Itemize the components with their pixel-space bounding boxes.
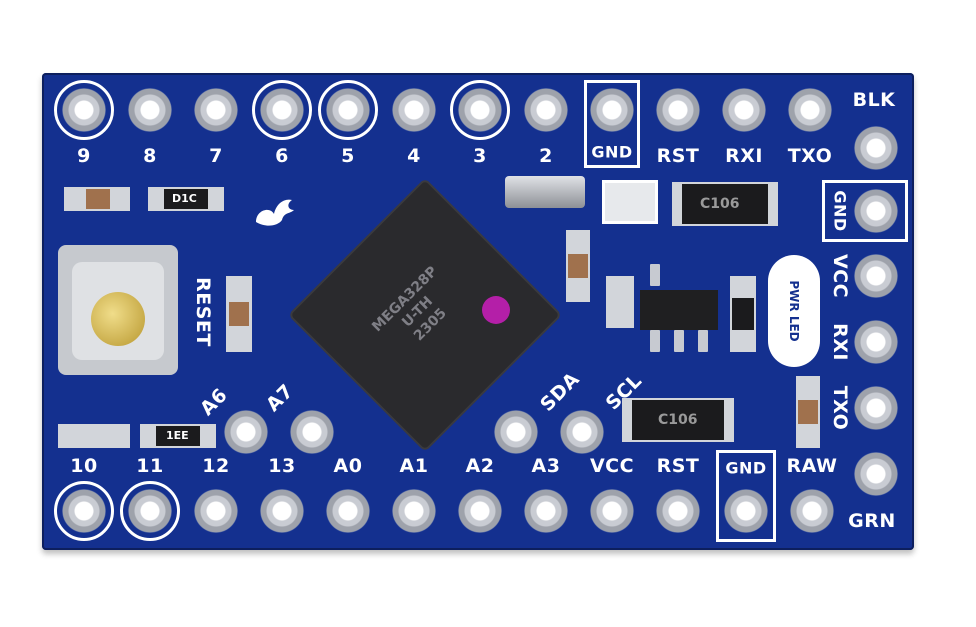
smd-led-l13 [58, 424, 130, 448]
pin-ring [252, 80, 312, 140]
pin-pad-grn [854, 452, 898, 496]
smd-led-power [606, 276, 634, 328]
pin-pad-4 [392, 88, 436, 132]
cap-label: C106 [700, 196, 740, 212]
pin-label: 13 [268, 455, 296, 477]
pin-ring [54, 80, 114, 140]
sparkfun-flame-logo-icon [256, 199, 294, 226]
crystal-resonator [505, 176, 585, 208]
pin-ring [120, 481, 180, 541]
regulator-pin [674, 330, 684, 352]
smd-cap-c106-bottom-body [632, 400, 724, 440]
pwr-label: PWR [787, 280, 801, 312]
pin-pad-gnd-bottom [724, 489, 768, 533]
pin-pad-txo [788, 88, 832, 132]
gnd-box [822, 180, 908, 242]
pin-pad-a6 [224, 410, 268, 454]
pwr-led-label: PWR LED [787, 280, 801, 341]
pin-label: 3 [473, 145, 487, 167]
led-label: LED [787, 315, 801, 342]
pin-pad-rst [656, 88, 700, 132]
reset-label: RESET [192, 277, 214, 347]
pin-pad-txo-right [854, 386, 898, 430]
pin-pad-a2 [458, 489, 502, 533]
pin-label: GND [830, 190, 850, 232]
cap-label: C106 [658, 412, 698, 428]
voltage-regulator [640, 290, 718, 330]
pin-label: GRN [848, 510, 896, 532]
pin-pad-rst-bottom [656, 489, 700, 533]
pin-pad-scl [560, 410, 604, 454]
pin-label: VCC [829, 253, 851, 299]
pin-label: BLK [852, 89, 896, 111]
pin-pad-2 [524, 88, 568, 132]
smd-capacitor [86, 189, 110, 209]
pin-label: TXO [787, 145, 833, 167]
pin-pad-8 [128, 88, 172, 132]
pwr-led-label-box [768, 255, 820, 367]
pin-label: 4 [407, 145, 421, 167]
pin-pad-a0 [326, 489, 370, 533]
pin-pad-sda [494, 410, 538, 454]
pin-label: 6 [275, 145, 289, 167]
pin-label: 7 [209, 145, 223, 167]
pin-label: 10 [70, 455, 98, 477]
reset-button [91, 292, 145, 346]
pin-label: RST [656, 455, 700, 477]
pin-pad-a1 [392, 489, 436, 533]
pin-pad-7 [194, 88, 238, 132]
pin-label: GND [591, 142, 633, 162]
pin-pad-gnd [590, 88, 634, 132]
pin-label: A2 [465, 455, 495, 477]
pin-pad-a3 [524, 489, 568, 533]
pin-ring [54, 481, 114, 541]
pin-label: VCC [589, 455, 635, 477]
pin-label: 5 [341, 145, 355, 167]
pin-ring [450, 80, 510, 140]
gnd-box [584, 80, 640, 168]
smd-cap-c106-top-body [682, 184, 768, 224]
regulator-pin [650, 264, 660, 286]
pin-label: 11 [136, 455, 164, 477]
smd-resistor-body [156, 426, 200, 446]
pin-ring [318, 80, 378, 140]
pin-label: TXO [829, 385, 851, 431]
smd-resistor-vertical-body [798, 400, 818, 424]
regulator-pin [650, 330, 660, 352]
pin-pad-12 [194, 489, 238, 533]
pin-label: RXI [829, 323, 851, 361]
pin-pad-vcc-right [854, 254, 898, 298]
pin-label: 8 [143, 145, 157, 167]
pin-label: 12 [202, 455, 230, 477]
pin-pad-gnd-right [854, 189, 898, 233]
pin-label: GND [725, 458, 767, 478]
pin-label: RST [656, 145, 700, 167]
mcu-pin1-marker [482, 296, 510, 324]
smd-diode-vertical-body [732, 298, 754, 330]
pin-pad-rxi [722, 88, 766, 132]
smd-pad-pair [602, 180, 658, 224]
resistor-label: 1EE [166, 429, 189, 442]
pin-pad-blk [854, 126, 898, 170]
pin-label: A3 [531, 455, 561, 477]
pin-label: RXI [725, 145, 763, 167]
pin-pad-a7 [290, 410, 334, 454]
pin-label: 2 [539, 145, 553, 167]
pin-pad-raw [790, 489, 834, 533]
pin-pad-13 [260, 489, 304, 533]
diode-label: D1C [172, 192, 197, 205]
pin-label: 9 [77, 145, 91, 167]
smd-diode-body [164, 189, 208, 209]
pin-label: A0 [333, 455, 363, 477]
pin-pad-rxi-right [854, 320, 898, 364]
pin-pad-vcc [590, 489, 634, 533]
smd-capacitor-body [568, 254, 588, 278]
smd-capacitor-body [229, 302, 249, 326]
pin-label: A1 [399, 455, 429, 477]
regulator-pin [698, 330, 708, 352]
gnd-box [716, 450, 776, 542]
pin-label: RAW [786, 455, 838, 477]
